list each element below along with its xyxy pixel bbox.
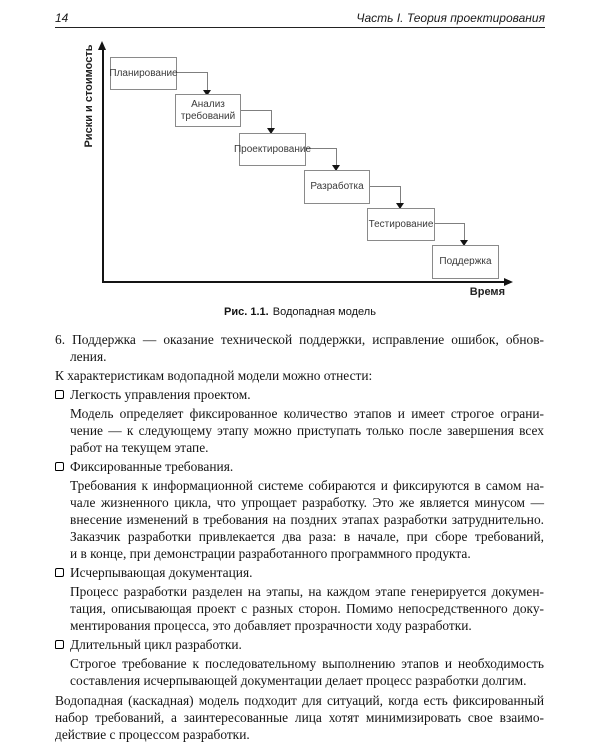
text-line: ментирования процесса, это добавляет про… bbox=[70, 618, 472, 633]
figure-caption-text: Водопадная модель bbox=[272, 306, 376, 318]
figure-caption: Рис. 1.1.Водопадная модель bbox=[0, 306, 600, 318]
list-item-6-support: 6. Поддержка — оказание технической подд… bbox=[55, 331, 544, 365]
square-bullet-icon bbox=[55, 461, 64, 471]
text-line: Процесс разработки разделен на этапы, на… bbox=[70, 584, 544, 599]
y-axis bbox=[102, 48, 104, 283]
paragraph-exhaustive-documentation-detail: Процесс разработки разделен на этапы, на… bbox=[55, 583, 544, 634]
page-number: 14 bbox=[55, 11, 69, 25]
text-line: и в конце, при демонстрации разработанно… bbox=[70, 546, 471, 561]
paragraph-fixed-requirements-detail: Требования к информационной системе соби… bbox=[55, 477, 544, 562]
text-line: действие с процессом разработки. bbox=[55, 727, 250, 742]
flow-box-requirements-analysis: Анализ требований bbox=[175, 94, 241, 127]
text-line: Модель определяет фиксированное количест… bbox=[70, 406, 544, 421]
flow-box-support: Поддержка bbox=[432, 245, 499, 279]
y-axis-arrow-icon bbox=[98, 41, 106, 50]
square-bullet-icon bbox=[55, 639, 64, 649]
paragraph-closing: Водопадная (каскадная) модель подходит д… bbox=[55, 692, 544, 743]
text-line: внесение изменений в требования на поздн… bbox=[70, 512, 544, 527]
flow-connector-1 bbox=[175, 72, 211, 96]
text-line: работ на текущем этапе. bbox=[70, 440, 209, 455]
bullet-item-fixed-requirements: Фиксированные требования. bbox=[55, 458, 544, 475]
text-line: ления. bbox=[70, 349, 107, 364]
body-text: 6. Поддержка — оказание технической подд… bbox=[55, 331, 544, 743]
x-axis bbox=[102, 281, 505, 283]
text-line: Строгое требование к последовательному в… bbox=[70, 656, 544, 671]
text-line: чение — к следующему этапу можно приступ… bbox=[70, 423, 544, 438]
square-bullet-icon bbox=[55, 389, 64, 399]
text-line: К характеристикам водопадной модели можн… bbox=[55, 368, 373, 383]
figure-waterfall-model: Риски и стоимость Время Планирование Ана… bbox=[0, 0, 600, 330]
text-line: составления исчерпывающей документации д… bbox=[70, 673, 527, 688]
flow-box-planning: Планирование bbox=[109, 57, 178, 90]
flow-connector-2 bbox=[239, 110, 275, 134]
bullet-item-long-cycle: Длительный цикл разработки. bbox=[55, 636, 544, 653]
paragraph-long-cycle-detail: Строгое требование к последовательному в… bbox=[55, 655, 544, 689]
paragraph-easy-management-detail: Модель определяет фиксированное количест… bbox=[55, 405, 544, 456]
square-bullet-icon bbox=[55, 567, 64, 577]
chapter-title: Часть I. Теория проектирования bbox=[356, 11, 545, 25]
bullet-label: Легкость управления проектом. bbox=[70, 387, 251, 402]
y-axis-label: Риски и стоимость bbox=[83, 44, 95, 148]
text-line: тация, описывающая проект с разных сторо… bbox=[70, 601, 544, 616]
text-line: Заказчик разработки привлекается два раз… bbox=[70, 529, 544, 544]
text-line: Требования к информационной системе соби… bbox=[70, 478, 544, 493]
flow-connector-4 bbox=[368, 186, 404, 209]
text-line: набор требований, а заинтересованные лиц… bbox=[55, 710, 544, 725]
bullet-label: Фиксированные требования. bbox=[70, 459, 234, 474]
text-line: чале жизненного цикла, что упрощает разр… bbox=[70, 495, 544, 510]
figure-caption-label: Рис. 1.1. bbox=[224, 306, 269, 318]
flow-box-testing: Тестирование bbox=[367, 208, 435, 241]
flow-box-design: Проектирование bbox=[234, 133, 311, 166]
text-line: 6. Поддержка — оказание технической подд… bbox=[55, 332, 544, 347]
x-axis-arrow-icon bbox=[504, 278, 513, 286]
bullet-label: Длительный цикл разработки. bbox=[70, 637, 242, 652]
bullet-label: Исчерпывающая документация. bbox=[70, 565, 253, 580]
page-header: 14 Часть I. Теория проектирования bbox=[55, 7, 545, 28]
bullet-item-exhaustive-documentation: Исчерпывающая документация. bbox=[55, 564, 544, 581]
x-axis-label: Время bbox=[469, 286, 505, 298]
text-line: Водопадная (каскадная) модель подходит д… bbox=[55, 693, 544, 708]
bullet-item-easy-management: Легкость управления проектом. bbox=[55, 386, 544, 403]
flow-box-development: Разработка bbox=[304, 170, 370, 204]
flow-connector-5 bbox=[433, 223, 468, 246]
flow-connector-3 bbox=[304, 148, 340, 171]
paragraph-characteristics-intro: К характеристикам водопадной модели можн… bbox=[55, 367, 544, 384]
